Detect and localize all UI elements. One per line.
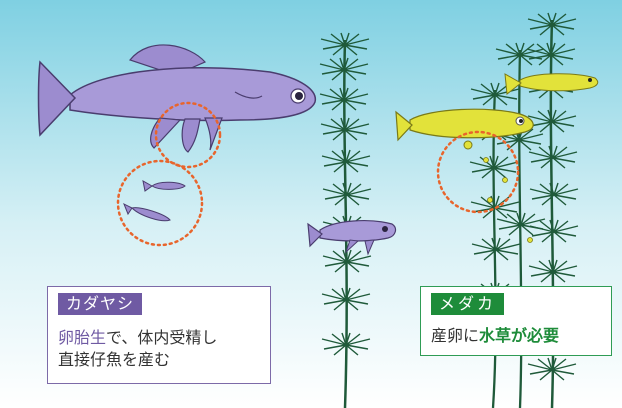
kadayashi-fry (123, 180, 186, 222)
kadayashi-info-box: カダヤシ 卵胎生で、体内受精し 直接仔魚を産む (47, 286, 271, 384)
kadayashi-small-fish (307, 220, 397, 256)
medaka-name-tag: メダカ (431, 293, 505, 315)
medaka-description-plain: 産卵に (431, 326, 480, 345)
medaka-emphasis: 水草が必要 (479, 326, 560, 345)
medaka-description: 産卵に水草が必要 (431, 325, 559, 347)
kadayashi-description-line2: 直接仔魚を産む (58, 350, 171, 369)
kadayashi-name-tag: カダヤシ (58, 293, 143, 315)
kadayashi-emphasis: 卵胎生 (58, 328, 107, 347)
kadayashi-description-rest: で、体内受精し (106, 328, 218, 347)
medaka-eggs (483, 157, 533, 243)
kadayashi-description-line1: 卵胎生で、体内受精し (58, 327, 217, 349)
waterweed-left (319, 32, 372, 408)
medaka-fish-main (395, 108, 534, 150)
highlight-circle-fins (154, 101, 222, 169)
medaka-info-box: メダカ 産卵に水草が必要 (420, 286, 612, 356)
highlight-circle-fry (116, 159, 204, 247)
waterweed-right-1 (526, 12, 579, 408)
highlight-circle-eggs (436, 130, 520, 214)
waterweed-right-3 (494, 42, 546, 408)
kadayashi-large-fish (37, 44, 316, 153)
medaka-fish-small (504, 73, 599, 95)
